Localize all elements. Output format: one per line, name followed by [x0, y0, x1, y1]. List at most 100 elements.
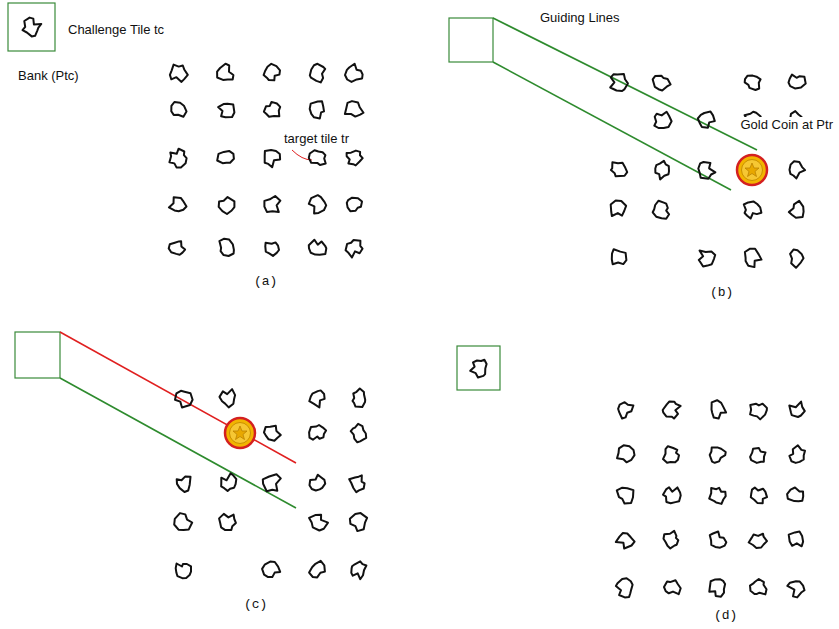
coin-star [745, 163, 759, 177]
puzzle-tile [654, 112, 671, 128]
puzzle-tile [176, 564, 191, 579]
puzzle-tile [351, 561, 366, 579]
puzzle-tile [789, 75, 806, 89]
puzzle-tile [262, 562, 280, 578]
puzzle-tile [712, 400, 727, 418]
puzzle-tile [310, 64, 325, 83]
puzzle-tile [698, 162, 715, 179]
puzzle-tile [617, 445, 635, 462]
puzzle-tile [653, 201, 669, 219]
puzzle-tile [345, 101, 364, 117]
panel-label: (d) [712, 608, 739, 623]
puzzle-tile [653, 76, 671, 91]
puzzle-tile [264, 64, 280, 81]
puzzle-tile [750, 448, 765, 463]
puzzle-tile [310, 101, 324, 118]
puzzle-tile [790, 250, 803, 268]
puzzle-tile [220, 389, 236, 407]
puzzle-tile [217, 64, 233, 80]
puzzle-tile [264, 196, 280, 212]
puzzle-tile [744, 201, 762, 218]
puzzle-tile [610, 74, 628, 91]
puzzle-tile [217, 151, 234, 163]
puzzle-tile [219, 239, 234, 256]
puzzle-tile [175, 391, 193, 408]
annotation-label: Guiding Lines [538, 10, 622, 25]
puzzle-tile [611, 200, 626, 216]
puzzle-tile [745, 249, 762, 267]
puzzle-tile [177, 477, 191, 492]
puzzle-tile [264, 102, 280, 117]
puzzle-tile [790, 161, 806, 178]
puzzle-tile [265, 150, 280, 167]
coin-rim [742, 160, 763, 181]
puzzle-tile [218, 104, 234, 118]
puzzle-tile [611, 162, 627, 176]
puzzle-tile [789, 445, 805, 463]
puzzle-tile [309, 425, 326, 440]
puzzle-tile [174, 513, 192, 530]
panel-label: (b) [708, 285, 735, 300]
puzzle-tile [618, 402, 633, 418]
puzzle-tile [351, 424, 367, 442]
gold-coin [737, 155, 767, 185]
challenge-boxes [8, 3, 500, 390]
gold-coin [225, 418, 255, 448]
puzzle-tile [347, 198, 362, 212]
puzzle-tile [345, 64, 363, 82]
puzzle-tile [751, 488, 767, 504]
puzzle-tile [169, 241, 185, 255]
puzzle-tile [265, 242, 279, 256]
puzzle-tile [350, 513, 367, 531]
puzzle-tile [710, 532, 727, 548]
puzzle-tile [750, 579, 767, 594]
puzzle-tile [709, 579, 725, 597]
puzzle-tile [617, 488, 634, 504]
puzzle-tile [310, 475, 326, 491]
challenge-box [8, 3, 55, 51]
puzzle-tile [789, 531, 803, 546]
puzzle-tile [698, 112, 715, 128]
puzzle-tile [349, 475, 364, 492]
puzzle-tile [664, 531, 679, 549]
annotation-label: target tile tr [282, 131, 351, 146]
puzzle-tile [171, 102, 186, 117]
puzzle-tile [663, 487, 681, 503]
puzzle-tile [470, 360, 486, 378]
puzzle-tile [170, 65, 188, 82]
puzzle-tile [264, 426, 281, 441]
annotation-label: Challenge Tile tc [66, 22, 166, 37]
puzzle-tile [309, 195, 326, 213]
puzzle-tile [169, 197, 187, 211]
puzzle-tile [169, 149, 186, 168]
panel-label: (c) [242, 597, 269, 612]
puzzle-tile [309, 561, 325, 578]
guiding-line [60, 378, 296, 508]
puzzle-tile [663, 402, 681, 419]
tile-group [23, 18, 806, 598]
puzzle-tile [745, 76, 761, 90]
puzzle-tile [221, 473, 236, 491]
annotation-label: Gold Coin at Ptr [739, 117, 836, 132]
puzzle-tile [219, 197, 235, 214]
puzzle-tile [789, 402, 805, 417]
challenge-box [457, 346, 500, 390]
puzzle-tile [709, 488, 726, 504]
coin-star [233, 426, 247, 440]
puzzle-tile [353, 389, 366, 407]
puzzle-tile [347, 151, 363, 166]
coin-body [737, 155, 767, 185]
puzzle-tile [309, 390, 324, 407]
challenge-box [15, 332, 60, 378]
puzzle-tile [309, 150, 326, 165]
puzzle-tile [616, 533, 635, 549]
annotation-label: Bank (Ptc) [16, 68, 81, 83]
puzzle-tile [309, 240, 327, 255]
panel-label: (a) [252, 274, 279, 289]
puzzle-tile [346, 240, 363, 258]
puzzle-tile [663, 446, 679, 463]
puzzle-tile [612, 249, 627, 264]
puzzle-tile [750, 404, 767, 420]
coin-rim [230, 423, 251, 444]
